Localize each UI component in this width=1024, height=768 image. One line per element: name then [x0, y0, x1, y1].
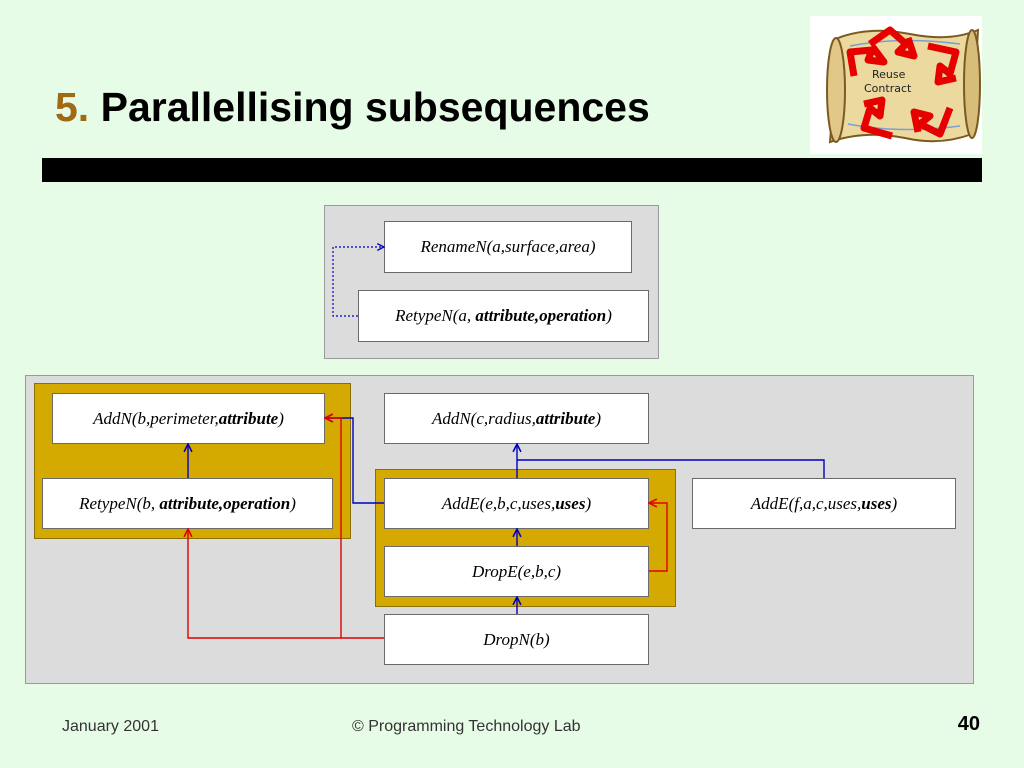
node-label-pre: RetypeN(b, — [79, 493, 156, 513]
logo-text-reuse: Reuse — [872, 68, 906, 81]
footer-copyright: © Programming Technology Lab — [352, 718, 581, 735]
node-label-bold: uses — [861, 493, 892, 513]
node-label-pre: AddN(b,perimeter, — [93, 408, 219, 428]
logo-text-contract: Contract — [864, 82, 912, 95]
title-text: Parallellising subsequences — [100, 84, 650, 130]
node-label-post: ) — [585, 493, 592, 513]
node-label-pre: AddE(f,a,c,uses, — [750, 493, 862, 513]
node-label-bold: attribute — [218, 408, 279, 428]
footer-date: January 2001 — [62, 718, 159, 735]
node-label-pre: AddN(c,radius, — [431, 408, 536, 428]
node-label-post: ) — [606, 306, 612, 325]
node-label-pre: AddE(e,b,c,uses, — [441, 493, 556, 513]
page-number: 40 — [957, 713, 980, 735]
node-renamen-a[interactable]: RenameN(a,surface,area) — [384, 221, 632, 273]
node-label-bold: attribute,operation — [159, 493, 291, 513]
node-label-bold: uses — [555, 493, 586, 513]
scroll-recycle-icon: Reuse Contract — [826, 26, 981, 144]
node-label-post: ) — [278, 408, 284, 428]
slide-title: 5. Parallellising subsequences — [55, 84, 650, 131]
node-label-post: ) — [891, 493, 898, 513]
node-addn-b[interactable]: AddN(b,perimeter,attribute) — [52, 393, 325, 444]
title-number: 5. — [55, 84, 90, 130]
node-label-bold: attribute — [535, 408, 596, 428]
node-label-post: ) — [595, 408, 602, 428]
reuse-contract-logo: Reuse Contract — [810, 16, 982, 154]
node-retypen-b[interactable]: RetypeN(b, attribute,operation) — [42, 478, 333, 529]
node-label-bold: attribute,operation — [475, 306, 607, 325]
title-rule — [42, 158, 982, 182]
node-label: DropN(b) — [483, 629, 550, 649]
node-addn-c[interactable]: AddN(c,radius,attribute) — [384, 393, 649, 444]
node-label-pre: RetypeN(a, — [395, 306, 472, 325]
node-dropn[interactable]: DropN(b) — [384, 614, 649, 665]
node-adde-f[interactable]: AddE(f,a,c,uses,uses) — [692, 478, 956, 529]
node-label: DropE(e,b,c) — [471, 561, 562, 581]
node-retypen-a[interactable]: RetypeN(a, attribute,operation) — [358, 290, 649, 342]
node-adde-e[interactable]: AddE(e,b,c,uses,uses) — [384, 478, 649, 529]
node-drope[interactable]: DropE(e,b,c) — [384, 546, 649, 597]
node-label-post: ) — [290, 493, 296, 513]
node-label: RenameN(a,surface,area) — [420, 237, 596, 256]
